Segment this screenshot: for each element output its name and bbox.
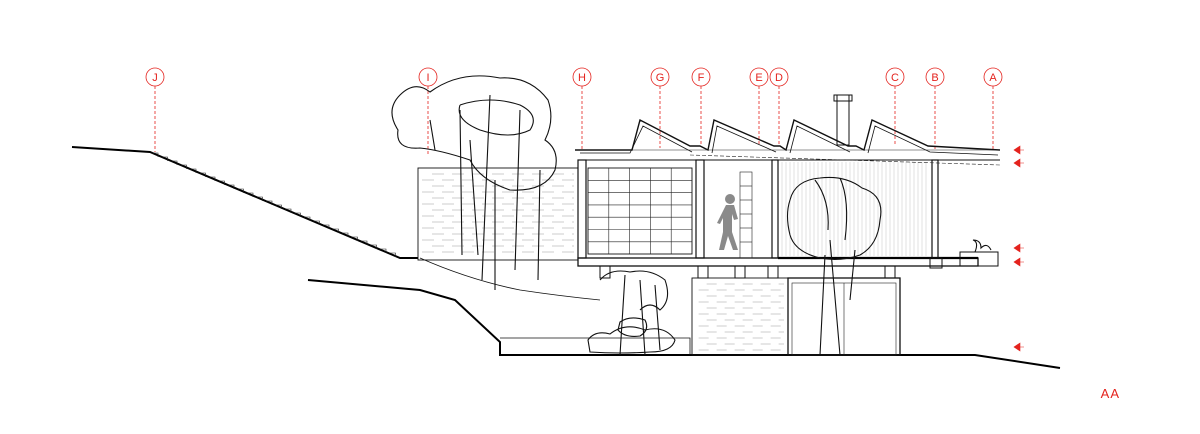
section-label: AA bbox=[1100, 386, 1120, 401]
grid-bubble bbox=[572, 67, 592, 87]
grid-axis-f: F bbox=[691, 67, 711, 146]
sawtooth-roof bbox=[575, 94, 1001, 166]
grid-axis-b: B bbox=[925, 67, 945, 150]
level-marker bbox=[1013, 257, 1024, 267]
grid-bubble bbox=[885, 67, 905, 87]
trees bbox=[391, 75, 882, 356]
grid-axis-label: C bbox=[891, 72, 899, 84]
grid-axis-d: D bbox=[769, 67, 789, 146]
grid-axis-e: E bbox=[749, 67, 769, 146]
person-silhouette bbox=[717, 194, 738, 250]
grid-axis-label: G bbox=[656, 72, 665, 84]
grid-axis-j: J bbox=[145, 67, 165, 152]
grid-axis-label: F bbox=[698, 72, 705, 84]
upper-storey bbox=[577, 159, 1000, 279]
window-grid bbox=[587, 167, 693, 255]
level-marker bbox=[1013, 145, 1024, 155]
level-markers bbox=[1013, 145, 1024, 352]
grid-axis-label: E bbox=[755, 72, 762, 84]
grid-axis-i: I bbox=[418, 67, 438, 155]
grid-axis-a: A bbox=[983, 67, 1003, 150]
grid-bubble bbox=[691, 67, 711, 87]
grid-axis-label: B bbox=[931, 72, 938, 84]
grid-axis-label: J bbox=[152, 72, 158, 84]
grid-bubble bbox=[749, 67, 769, 87]
timber-cladding bbox=[781, 162, 927, 256]
grid-bubble bbox=[145, 67, 165, 87]
grid-bubble bbox=[769, 67, 789, 87]
grid-axis-g: G bbox=[650, 67, 670, 148]
lower-storey bbox=[691, 277, 901, 356]
grid-axis-h: H bbox=[572, 67, 592, 150]
level-marker bbox=[1013, 243, 1024, 253]
grid-axis-label: H bbox=[578, 72, 586, 84]
grid-axis-label: I bbox=[426, 72, 429, 84]
grid-bubble bbox=[650, 67, 670, 87]
grid-bubble bbox=[983, 67, 1003, 87]
steps bbox=[152, 152, 396, 257]
grid-axis-c: C bbox=[885, 67, 905, 146]
grid-bubble bbox=[925, 67, 945, 87]
wall-hatch bbox=[422, 173, 574, 253]
level-marker bbox=[1013, 158, 1024, 168]
grid-bubble bbox=[418, 67, 438, 87]
level-marker bbox=[1013, 342, 1024, 352]
grid-axis-label: D bbox=[775, 72, 783, 84]
grid-axis-label: A bbox=[989, 72, 997, 84]
retaining-wall bbox=[417, 167, 579, 261]
